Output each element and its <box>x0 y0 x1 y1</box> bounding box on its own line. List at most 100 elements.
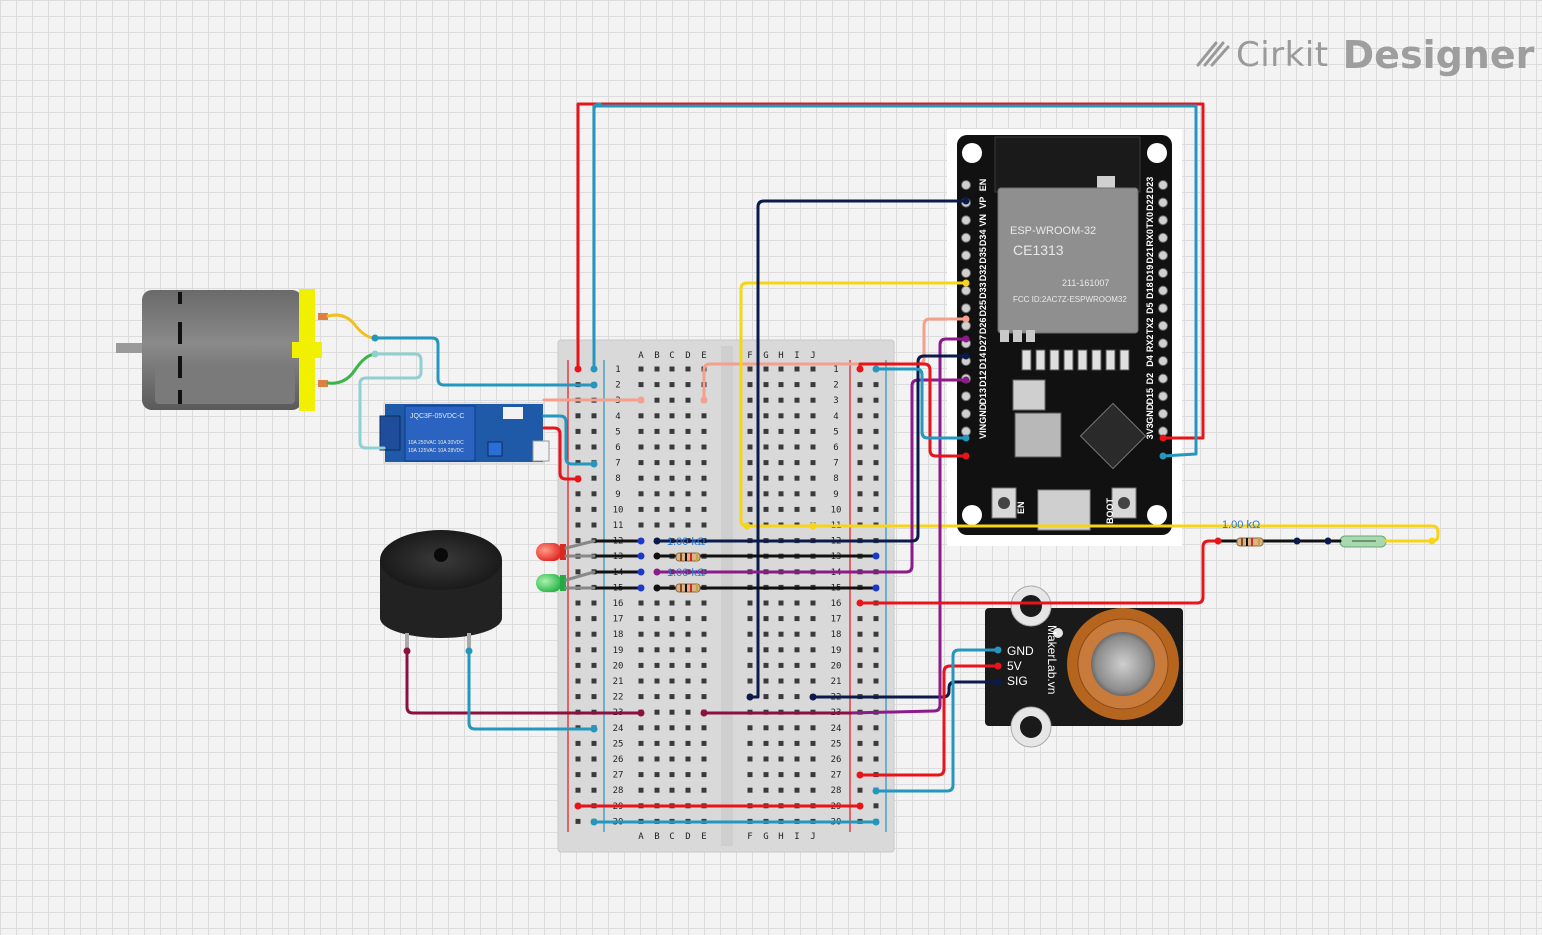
breadboard-hole[interactable] <box>669 725 675 731</box>
breadboard-hole[interactable] <box>685 460 691 466</box>
breadboard-hole[interactable] <box>638 740 644 746</box>
breadboard-hole[interactable] <box>669 787 675 793</box>
breadboard-hole[interactable] <box>701 694 707 700</box>
breadboard-hole[interactable] <box>638 694 644 700</box>
wire-relay-vcc[interactable] <box>542 426 580 481</box>
breadboard-hole[interactable] <box>685 366 691 372</box>
breadboard-hole[interactable] <box>794 631 800 637</box>
breadboard-hole[interactable] <box>794 444 800 450</box>
esp32-pin-d2[interactable] <box>1158 373 1168 384</box>
breadboard-hole[interactable] <box>810 662 816 668</box>
breadboard-hole[interactable] <box>763 772 769 778</box>
breadboard-hole[interactable] <box>638 366 644 372</box>
esp32-pin-rx2[interactable] <box>1158 338 1168 349</box>
esp32-pin-d25[interactable] <box>961 303 971 314</box>
wire-endpoint[interactable] <box>574 802 582 810</box>
breadboard-hole[interactable] <box>778 787 784 793</box>
wire-endpoint[interactable] <box>371 334 379 342</box>
breadboard-hole[interactable] <box>701 772 707 778</box>
breadboard-hole[interactable] <box>669 444 675 450</box>
breadboard-hole[interactable] <box>669 740 675 746</box>
breadboard-hole[interactable] <box>810 382 816 388</box>
breadboard-hole[interactable] <box>778 662 784 668</box>
rail-hole[interactable] <box>591 475 597 481</box>
breadboard-hole[interactable] <box>747 491 753 497</box>
rail-hole[interactable] <box>857 460 863 466</box>
breadboard-hole[interactable] <box>654 787 660 793</box>
rail-hole[interactable] <box>575 772 581 778</box>
breadboard-hole[interactable] <box>638 600 644 606</box>
breadboard-hole[interactable] <box>794 460 800 466</box>
breadboard-hole[interactable] <box>763 413 769 419</box>
breadboard-hole[interactable] <box>747 772 753 778</box>
breadboard-hole[interactable] <box>701 413 707 419</box>
wire-endpoint[interactable] <box>700 709 708 717</box>
breadboard-hole[interactable] <box>747 475 753 481</box>
breadboard-hole[interactable] <box>701 725 707 731</box>
breadboard-hole[interactable] <box>778 616 784 622</box>
breadboard-hole[interactable] <box>747 756 753 762</box>
wire-endpoint[interactable] <box>872 818 880 826</box>
rail-hole[interactable] <box>857 413 863 419</box>
wire-endpoint[interactable] <box>590 818 598 826</box>
esp32-pin-rx0[interactable] <box>1158 232 1168 243</box>
breadboard-hole[interactable] <box>778 506 784 512</box>
breadboard-hole[interactable] <box>685 428 691 434</box>
rail-hole[interactable] <box>857 382 863 388</box>
breadboard-hole[interactable] <box>763 631 769 637</box>
breadboard-hole[interactable] <box>763 600 769 606</box>
breadboard-hole[interactable] <box>778 491 784 497</box>
wire-endpoint[interactable] <box>653 537 661 545</box>
breadboard-hole[interactable] <box>638 647 644 653</box>
breadboard-hole[interactable] <box>638 725 644 731</box>
breadboard-hole[interactable] <box>810 678 816 684</box>
rail-hole[interactable] <box>873 740 879 746</box>
breadboard-hole[interactable] <box>669 460 675 466</box>
breadboard-hole[interactable] <box>701 460 707 466</box>
breadboard-hole[interactable] <box>747 740 753 746</box>
breadboard-hole[interactable] <box>778 460 784 466</box>
wire-endpoint[interactable] <box>962 197 970 205</box>
wire-endpoint[interactable] <box>637 709 645 717</box>
boot-button[interactable] <box>1111 487 1137 519</box>
breadboard-hole[interactable] <box>794 428 800 434</box>
rail-hole[interactable] <box>857 787 863 793</box>
relay-screw-terminal[interactable] <box>379 415 401 451</box>
breadboard-hole[interactable] <box>778 756 784 762</box>
wire-endpoint[interactable] <box>872 552 880 560</box>
breadboard-hole[interactable] <box>778 631 784 637</box>
dc-motor[interactable] <box>116 289 328 411</box>
breadboard-hole[interactable] <box>794 397 800 403</box>
breadboard-hole[interactable] <box>778 600 784 606</box>
reed-switch[interactable] <box>1339 535 1387 548</box>
breadboard-hole[interactable] <box>794 506 800 512</box>
breadboard-hole[interactable] <box>654 756 660 762</box>
rail-hole[interactable] <box>591 428 597 434</box>
breadboard-hole[interactable] <box>763 491 769 497</box>
buzzer-leg-negative[interactable] <box>405 633 409 653</box>
rail-hole[interactable] <box>857 397 863 403</box>
rail-hole[interactable] <box>591 678 597 684</box>
motor-terminal[interactable] <box>318 380 328 387</box>
breadboard-hole[interactable] <box>685 475 691 481</box>
breadboard-hole[interactable] <box>810 460 816 466</box>
buzzer-leg-positive[interactable] <box>467 633 471 653</box>
wire-endpoint[interactable] <box>856 599 864 607</box>
wire-endpoint[interactable] <box>994 678 1002 686</box>
rail-hole[interactable] <box>873 428 879 434</box>
breadboard-hole[interactable] <box>778 475 784 481</box>
breadboard-hole[interactable] <box>747 678 753 684</box>
breadboard-hole[interactable] <box>669 475 675 481</box>
relay-module[interactable]: JQC3F-05VDC-C 10A 250VAC 10A 30VDC 10A 1… <box>379 402 550 464</box>
breadboard-hole[interactable] <box>810 413 816 419</box>
esp32-pin-d35[interactable] <box>961 250 971 261</box>
breadboard-hole[interactable] <box>685 413 691 419</box>
rail-hole[interactable] <box>857 631 863 637</box>
breadboard-hole[interactable] <box>794 382 800 388</box>
esp32-pin-d26[interactable] <box>961 320 971 331</box>
rail-hole[interactable] <box>857 647 863 653</box>
breadboard-hole[interactable] <box>654 678 660 684</box>
rail-hole[interactable] <box>873 506 879 512</box>
wires[interactable] <box>326 102 1440 824</box>
breadboard-hole[interactable] <box>669 694 675 700</box>
